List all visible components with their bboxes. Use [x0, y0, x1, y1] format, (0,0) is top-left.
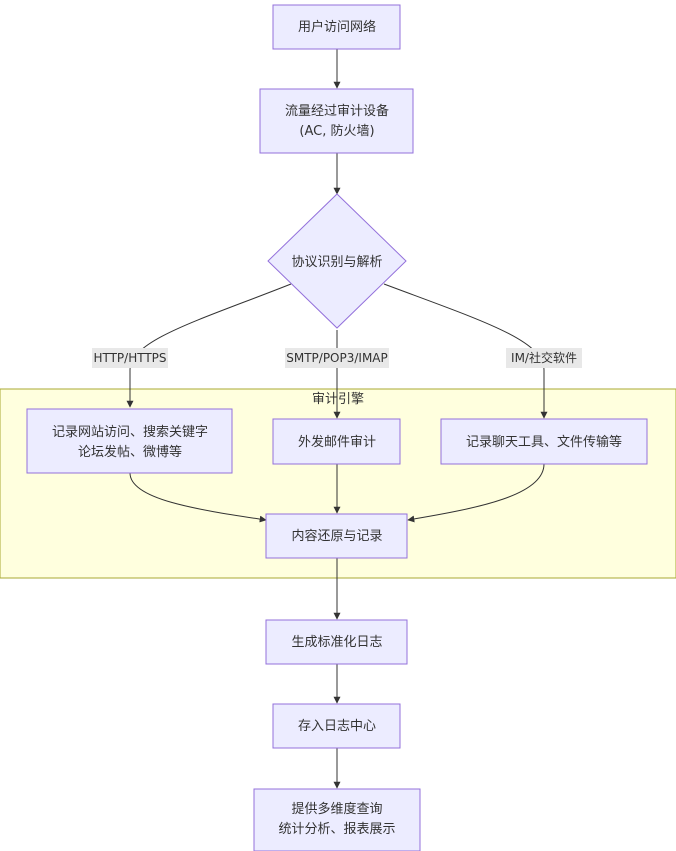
svg-text:记录网站访问、搜索关键字: 记录网站访问、搜索关键字: [52, 425, 208, 440]
node-log-center: 存入日志中心: [272, 703, 401, 749]
svg-text:外发邮件审计: 外发邮件审计: [298, 434, 376, 450]
svg-text:记录聊天工具、文件传输等: 记录聊天工具、文件传输等: [466, 434, 622, 450]
edge-web-to-restore: [129, 472, 267, 523]
svg-text:存入日志中心: 存入日志中心: [298, 719, 376, 734]
svg-text:用户访问网络: 用户访问网络: [298, 19, 376, 35]
svg-text:统计分析、报表展示: 统计分析、报表展示: [278, 822, 395, 837]
edge-label-im: IM/社交软件: [506, 348, 582, 368]
node-web-record: 记录网站访问、搜索关键字 论坛发帖、微博等: [26, 408, 233, 474]
edge-label-mail: SMTP/POP3/IMAP: [285, 348, 389, 368]
svg-text:协议识别与解析: 协议识别与解析: [291, 255, 382, 270]
node-user-access: 用户访问网络: [272, 4, 401, 50]
cluster-label: 审计引擎: [312, 392, 364, 407]
svg-text:内容还原与记录: 内容还原与记录: [291, 528, 382, 544]
node-mail-audit: 外发邮件审计: [272, 418, 401, 465]
svg-text:流量经过审计设备: 流量经过审计设备: [285, 103, 389, 119]
node-audit-device: 流量经过审计设备 (AC, 防火墙): [259, 88, 414, 154]
node-im-record: 记录聊天工具、文件传输等: [440, 418, 648, 465]
node-query: 提供多维度查询 统计分析、报表展示: [253, 788, 421, 851]
svg-text:生成标准化日志: 生成标准化日志: [291, 635, 382, 650]
svg-text:提供多维度查询: 提供多维度查询: [291, 801, 382, 817]
node-content-restore: 内容还原与记录: [265, 513, 408, 559]
edge-label-http: HTTP/HTTPS: [92, 348, 168, 368]
node-protocol-decision: 协议识别与解析: [267, 193, 407, 329]
edge-im-to-restore: [407, 463, 545, 523]
svg-text:HTTP/HTTPS: HTTP/HTTPS: [93, 351, 166, 365]
svg-text:(AC, 防火墙): (AC, 防火墙): [299, 123, 374, 139]
node-standard-log: 生成标准化日志: [265, 619, 408, 665]
svg-text:IM/社交软件: IM/社交软件: [511, 350, 577, 365]
svg-text:SMTP/POP3/IMAP: SMTP/POP3/IMAP: [286, 351, 388, 365]
svg-text:论坛发帖、微博等: 论坛发帖、微博等: [78, 444, 182, 460]
